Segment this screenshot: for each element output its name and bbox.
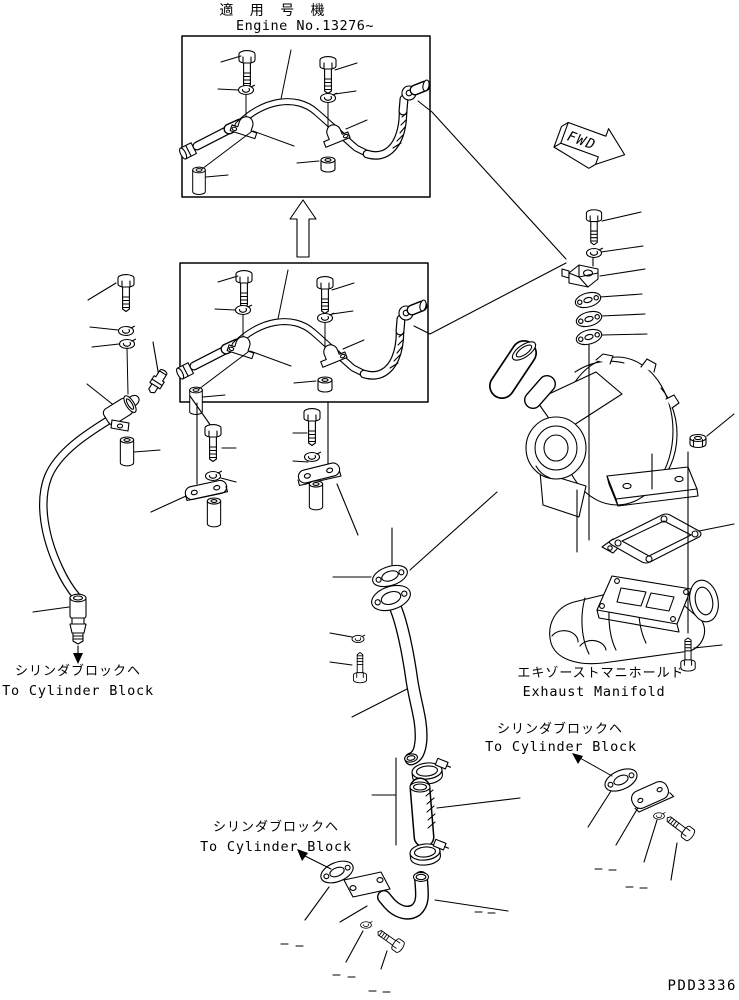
manifold-gasket-drawing (601, 513, 702, 564)
oil-supply-hose-drawing (39, 274, 168, 664)
title-engine-no: Engine No.13276~ (236, 18, 374, 34)
drain-gasket (372, 564, 408, 588)
bracket-assembly-a (184, 424, 229, 528)
washer (204, 470, 223, 482)
bolt (303, 408, 321, 447)
turbo-clamp-stack-drawing (561, 209, 604, 348)
connector-fitting (148, 368, 168, 394)
inset-box-upper (181, 35, 431, 198)
gasket (320, 860, 354, 884)
tube-assembly-lower (175, 270, 427, 414)
fwd-arrow: FWD (553, 121, 626, 169)
dash-marks (280, 868, 648, 993)
cover-plate (630, 781, 675, 813)
nut (689, 433, 707, 449)
oil-drain-tube-drawing (351, 564, 428, 766)
up-arrow (289, 199, 317, 258)
hose-end-fitting (69, 593, 87, 645)
spacer (119, 436, 135, 467)
gasket (574, 308, 604, 330)
title-jp: 適 用 号 機 (219, 2, 328, 19)
label-arrows (297, 753, 613, 870)
washer (653, 812, 666, 820)
bolt (352, 652, 368, 684)
tube-assembly-upper (178, 50, 430, 194)
leader-lines (32, 100, 735, 970)
spacer (308, 480, 324, 511)
label-cylinder-center-en: To Cylinder Block (200, 839, 352, 855)
clamp-block (568, 264, 599, 288)
spacer (206, 497, 222, 528)
washer (360, 921, 373, 929)
bolt (373, 925, 407, 955)
elbow-flange (343, 871, 391, 898)
washer (351, 634, 366, 644)
label-manifold-jp: エキゾーストマニホールド (517, 666, 684, 681)
bolt (662, 811, 697, 843)
label-cylinder-right-en: To Cylinder Block (485, 739, 637, 755)
label-cylinder-left-jp: シリンダブロックヘ (15, 663, 141, 679)
gasket (604, 768, 638, 792)
turbocharger-drawing (489, 340, 699, 518)
label-cylinder-left-en: To Cylinder Block (2, 683, 154, 699)
washer (585, 247, 604, 259)
label-cylinder-right-jp: シリンダブロックヘ (497, 721, 623, 737)
exhaust-manifold-drawing (549, 575, 719, 665)
drain-flange (371, 584, 411, 612)
gasket (573, 289, 603, 311)
washer (118, 338, 137, 350)
drawing-code: PDD3336 (667, 978, 737, 994)
hose-connection-drawing (320, 756, 455, 955)
down-arrowhead (73, 653, 83, 664)
bolt (117, 274, 135, 313)
inset-box-lower (179, 262, 429, 403)
bolt (585, 209, 603, 246)
label-cylinder-center-jp: シリンダブロックヘ (213, 819, 339, 835)
manifold-hardware-drawing (680, 433, 707, 672)
washer (117, 325, 136, 337)
washer (303, 451, 322, 463)
elbow-fitting (102, 394, 140, 432)
bolt (204, 424, 222, 463)
gasket (574, 326, 604, 348)
cylinder-block-cover-drawing (604, 768, 697, 843)
bracket-assembly-b (297, 408, 342, 511)
label-manifold-en: Exhaust Manifold (523, 684, 666, 700)
